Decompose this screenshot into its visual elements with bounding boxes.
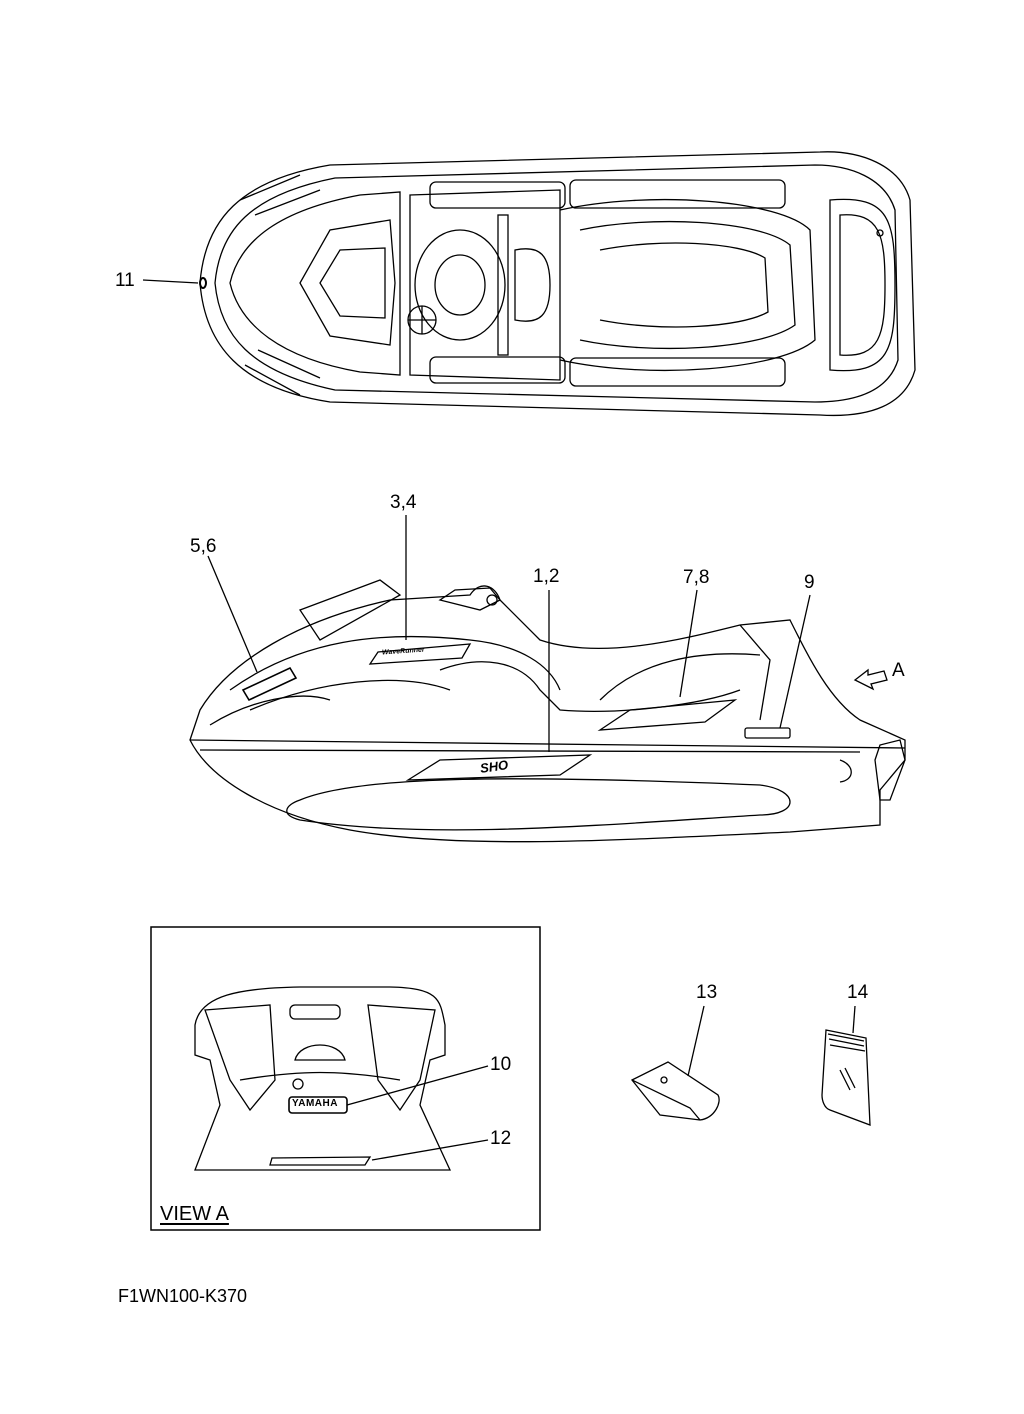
callout-9: 9 (804, 572, 815, 593)
figure-code: F1WN100-K370 (118, 1286, 248, 1306)
callout-3-4: 3,4 (390, 492, 417, 513)
leader-line-14 (852, 1005, 856, 1034)
side-view-watercraft (189, 515, 906, 843)
part-14-card (821, 1005, 871, 1126)
decal-7-8 (597, 699, 738, 731)
leader-line-11 (142, 279, 199, 284)
callout-11: 11 (115, 270, 135, 291)
part-13-pouch (630, 1005, 720, 1121)
callout-5-6: 5,6 (190, 536, 217, 557)
view-a-panel (150, 926, 541, 1231)
view-a-title: VIEW A (160, 1203, 229, 1225)
leader-line-12 (371, 1139, 489, 1161)
callout-14: 14 (847, 982, 869, 1003)
callout-1-2: 1,2 (533, 566, 560, 587)
decal-3-4 (368, 643, 472, 665)
decal-9 (744, 727, 791, 739)
yamaha-decal-text: YAMAHA (292, 1098, 338, 1109)
leader-line-7-8 (679, 589, 698, 698)
leader-line-10 (346, 1065, 489, 1106)
decal-12 (269, 1156, 372, 1166)
callout-13: 13 (696, 982, 718, 1003)
leader-line-9 (779, 594, 811, 729)
leader-line-13 (687, 1005, 705, 1077)
callout-7-8: 7,8 (683, 567, 710, 588)
view-a-arrow-icon (853, 668, 888, 691)
decal-5-6 (241, 666, 298, 702)
view-a-label: A (892, 660, 905, 681)
callout-12: 12 (490, 1128, 512, 1149)
leader-line-5-6 (207, 555, 258, 673)
sho-decal-text: SHO (479, 757, 510, 776)
top-view-watercraft (142, 151, 916, 417)
decal-1-2 (405, 754, 593, 781)
callout-10: 10 (490, 1054, 512, 1075)
